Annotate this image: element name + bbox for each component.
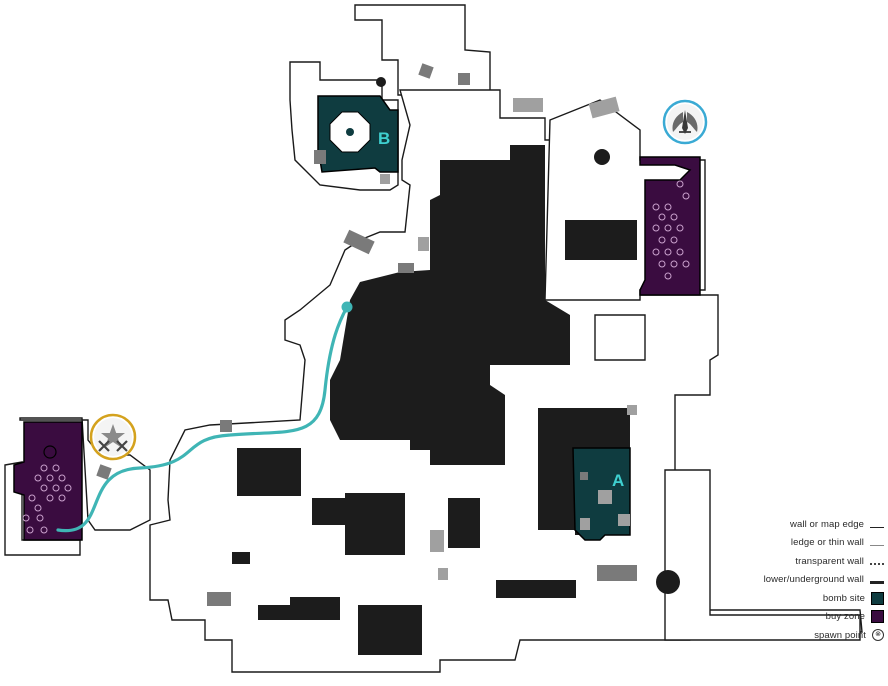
wall-line-icon: [870, 521, 884, 528]
terrorist-emblem-icon: [89, 413, 137, 461]
legend-row-bomb-site: bomb site: [664, 589, 884, 608]
bombsite-a-label: A: [612, 471, 624, 490]
crates: [96, 63, 637, 606]
counter-terrorist-emblem-icon: [662, 99, 708, 145]
legend-label: wall or map edge: [790, 518, 864, 530]
legend-label: bomb site: [822, 592, 865, 604]
thick-line-icon: [870, 576, 884, 584]
legend-label: buy zone: [825, 611, 865, 623]
legend-row-lower: lower/underground wall: [664, 571, 884, 590]
dotted-line-icon: [870, 557, 884, 566]
bombsite-b: B: [314, 95, 399, 184]
legend-row-transparent: transparent wall: [664, 552, 884, 571]
bombsite-b-label: B: [378, 129, 390, 148]
map-legend: wall or map edge ledge or thin wall tran…: [664, 515, 884, 645]
route-endpoint: [341, 301, 353, 313]
ledge-line-icon: [870, 539, 884, 547]
ct-buy-zone: [639, 156, 701, 296]
legend-row-wall: wall or map edge: [664, 515, 884, 534]
route-path: [56, 305, 349, 533]
legend-row-spawn-point: spawn point ⊗: [664, 626, 884, 645]
ct-spawn-points: [652, 180, 690, 280]
t-buy-zone: [13, 421, 83, 541]
legend-label: spawn point: [814, 629, 866, 641]
legend-label: ledge or thin wall: [790, 537, 864, 549]
spawn-point-icon: ⊗: [872, 629, 884, 642]
bomb-site-swatch-icon: [871, 591, 884, 605]
legend-label: transparent wall: [795, 555, 864, 567]
legend-row-ledge: ledge or thin wall: [664, 534, 884, 553]
buy-zone-swatch-icon: [871, 610, 884, 624]
legend-label: lower/underground wall: [763, 574, 864, 586]
legend-row-buy-zone: buy zone: [664, 608, 884, 627]
map-floor: [4, 4, 863, 673]
t-spawn-points: [22, 464, 72, 534]
bombsite-a: A: [572, 447, 631, 541]
